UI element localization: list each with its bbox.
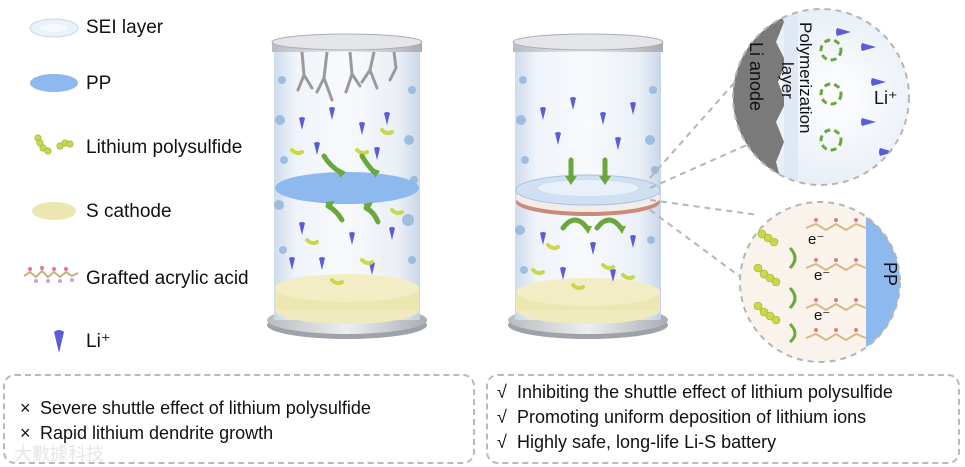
legend-li-ion-label: Li⁺ bbox=[86, 330, 111, 353]
li-anode-label: Li anode bbox=[746, 42, 766, 111]
polysulfide-icon bbox=[30, 132, 76, 158]
legend-polysulfide-label: Lithium polysulfide bbox=[86, 137, 242, 159]
legend-s-cathode-label: S cathode bbox=[86, 201, 172, 223]
legend-grafted-acrylic-acid-label: Grafted acrylic acid bbox=[86, 268, 249, 290]
zoom-circle-separator: e⁻ e⁻ e⁻ PP bbox=[736, 198, 916, 368]
watermark: 大數據科技 bbox=[14, 440, 104, 466]
legend-pp-label: PP bbox=[86, 73, 111, 95]
pp-icon bbox=[28, 72, 80, 94]
polymerization-label: Polymerization bbox=[796, 22, 815, 134]
right-summary-text-3: Highly safe, long-life Li-S battery bbox=[517, 432, 776, 452]
check-mark: √ bbox=[497, 432, 517, 453]
check-mark: √ bbox=[497, 382, 517, 403]
right-summary-line-1: √Inhibiting the shuttle effect of lithiu… bbox=[497, 382, 893, 403]
left-summary-text-1: Severe shuttle effect of lithium polysul… bbox=[40, 398, 371, 418]
zoom-pp-label: PP bbox=[880, 262, 900, 286]
check-mark: √ bbox=[497, 407, 517, 428]
left-summary-line-1: ×Severe shuttle effect of lithium polysu… bbox=[20, 398, 371, 419]
zoom-circle-anode: Li anode Polymerization layer Li⁺ bbox=[726, 2, 916, 192]
zoom-li-ion-label: Li⁺ bbox=[874, 88, 898, 108]
right-summary-line-3: √Highly safe, long-life Li-S battery bbox=[497, 432, 776, 453]
grafted-acrylic-acid-icon bbox=[22, 262, 82, 288]
layer-label: layer bbox=[778, 62, 797, 99]
right-summary-line-2: √Promoting uniform deposition of lithium… bbox=[497, 407, 866, 428]
s-cathode-icon bbox=[30, 200, 78, 222]
electron-label-3: e⁻ bbox=[814, 307, 830, 324]
sei-layer-icon bbox=[28, 16, 80, 40]
li-ion-icon bbox=[52, 328, 66, 354]
electron-label-1: e⁻ bbox=[808, 231, 824, 248]
electron-label-2: e⁻ bbox=[814, 267, 830, 284]
right-summary-text-1: Inhibiting the shuttle effect of lithium… bbox=[517, 382, 893, 402]
cross-mark: × bbox=[20, 398, 40, 419]
left-battery-cylinder bbox=[262, 30, 432, 350]
right-summary-text-2: Promoting uniform deposition of lithium … bbox=[517, 407, 866, 427]
legend-sei-layer-label: SEI layer bbox=[86, 17, 163, 39]
